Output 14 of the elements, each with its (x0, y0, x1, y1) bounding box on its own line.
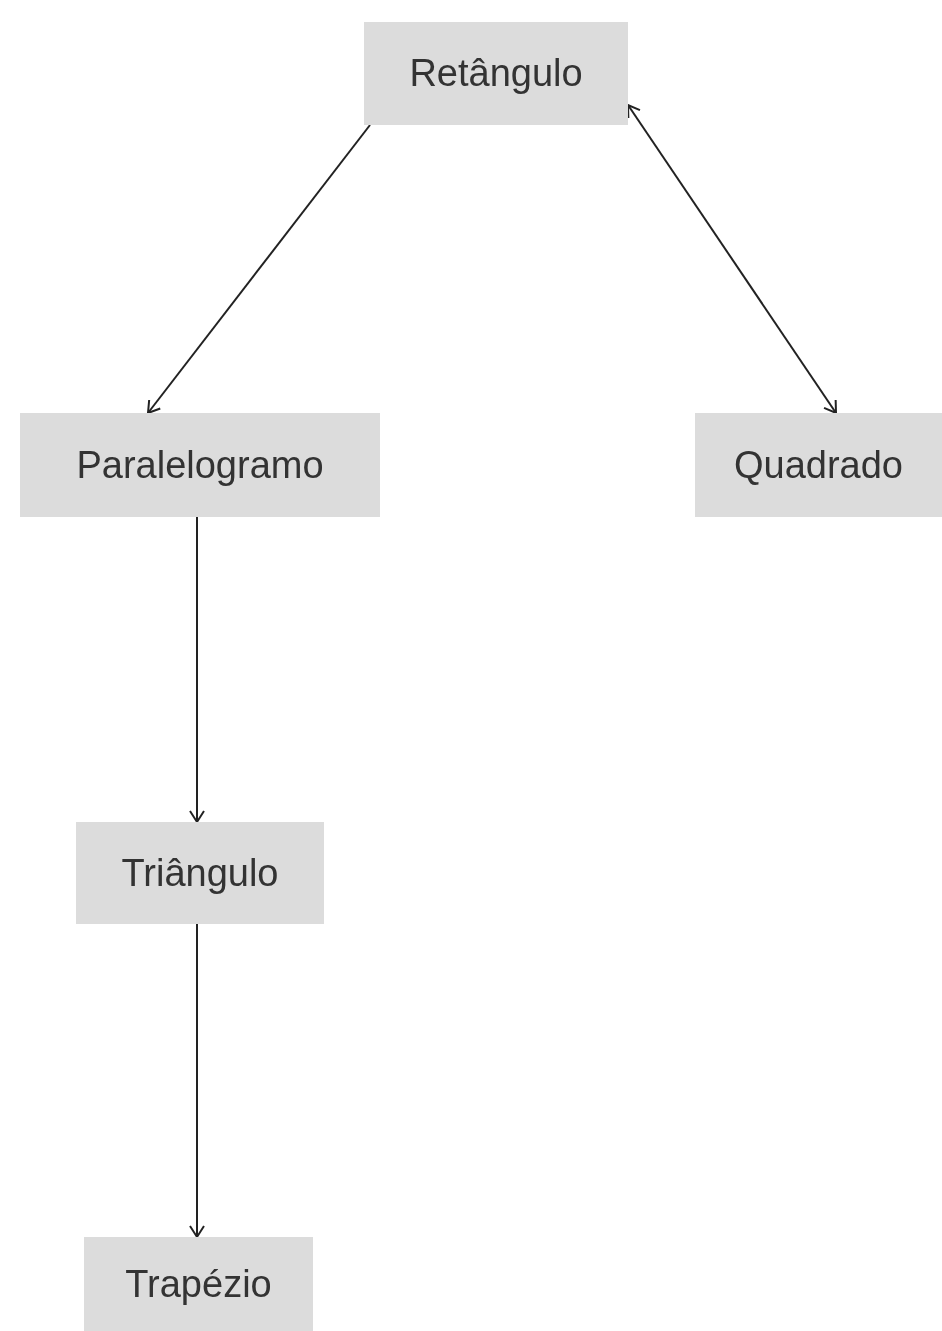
node-label: Quadrado (734, 443, 903, 487)
node-label: Triângulo (121, 851, 279, 895)
arrow (147, 124, 371, 414)
node-label: Trapézio (125, 1262, 272, 1306)
shape-box (20, 413, 380, 517)
arrow (189, 923, 205, 1238)
node-label: Retângulo (409, 52, 583, 95)
shape-box (364, 22, 628, 125)
shape-box (84, 1237, 313, 1331)
shape-box (76, 822, 324, 924)
shape-box (695, 413, 942, 517)
node-label: Paralelogramo (76, 443, 324, 487)
arrow (189, 516, 205, 823)
arrow (627, 104, 837, 414)
